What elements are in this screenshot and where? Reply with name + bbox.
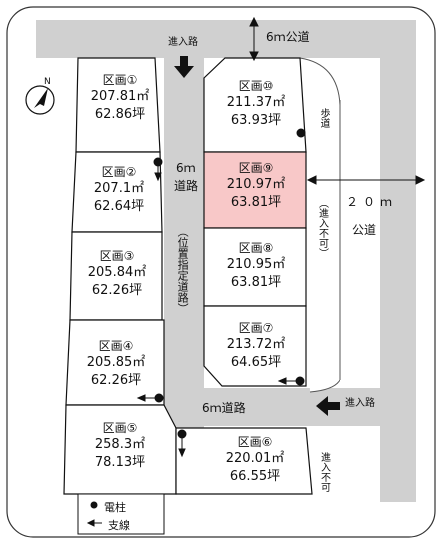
entry-label-top: 進入路 (168, 37, 198, 48)
plot-2: 区画② 207.1㎡ 62.64坪 (78, 164, 160, 215)
top-public-road-label: 6ｍ公道 (266, 30, 310, 44)
no-entry-label-1: （進入不可） (316, 198, 328, 258)
plot-9: 区画⑨ 210.97㎡ 63.81坪 (206, 160, 306, 211)
center-road (164, 50, 204, 430)
pole-1 (296, 128, 306, 138)
plot-6-area: 220.01㎡ (225, 451, 285, 467)
north-arrow-icon (34, 88, 48, 108)
entry-arrows (174, 56, 340, 416)
utility-markers (136, 128, 306, 458)
plot-8-shape (203, 227, 307, 307)
sidewalk (340, 58, 380, 388)
pole-5 (295, 376, 305, 386)
plot-7-shape (203, 305, 307, 387)
pole-3 (154, 393, 164, 403)
plot-7-tsubo: 64.65坪 (230, 354, 282, 370)
plot-3-tsubo: 62.26坪 (91, 282, 143, 298)
plot-8-name: 区画⑧ (238, 241, 274, 255)
entry-arrow-bottom (316, 396, 340, 416)
plot-4-area: 205.85㎡ (86, 355, 146, 371)
pole-legend-icon (90, 501, 98, 509)
left-plots (63, 57, 313, 495)
plot-2-area: 207.1㎡ (93, 181, 145, 197)
main-road-label: 公道 (352, 223, 377, 237)
legend-pole-label: 電柱 (104, 501, 126, 514)
guy-wire-legend-icon (86, 519, 102, 527)
plot-8-area: 210.95㎡ (226, 257, 286, 273)
plot-4: 区画④ 205.85㎡ 62.26坪 (72, 338, 160, 389)
plot-6-tsubo: 66.55坪 (229, 468, 281, 484)
plot-1: 区画① 207.81㎡ 62.86坪 (82, 72, 158, 123)
roads (36, 20, 416, 502)
plot-1-area: 207.81㎡ (90, 89, 150, 105)
right-plots (203, 57, 307, 387)
plot-1-name: 区画① (102, 73, 138, 87)
plot-9-area: 210.97㎡ (226, 177, 286, 193)
center-road-width-label: 6ｍ (176, 161, 196, 175)
plot-6-shape (175, 427, 313, 495)
no-entry-label-2: 進入不可 (318, 452, 330, 492)
main-public-road (380, 42, 416, 502)
top-public-road (36, 20, 416, 58)
plot-5-name: 区画⑤ (102, 421, 138, 435)
plot-7-area: 213.72㎡ (226, 337, 286, 353)
dimension-marks (249, 16, 426, 185)
plot-4-tsubo: 62.26坪 (90, 372, 142, 388)
entry-arrow-top (174, 56, 194, 78)
north-compass (25, 85, 55, 115)
legend-guy-wire-label: 支線 (108, 519, 130, 532)
plot-6: 区画⑥ 220.01㎡ 66.55坪 (200, 434, 310, 485)
plot-5-area: 258.3㎡ (94, 437, 146, 453)
main-road-width-label: ２０ｍ (346, 195, 398, 209)
plot-7: 区画⑦ 213.72㎡ 64.65坪 (206, 320, 306, 371)
plot-5-tsubo: 78.13坪 (94, 454, 146, 470)
plot-9-name: 区画⑨ (238, 161, 274, 175)
plot-10-name: 区画⑩ (238, 79, 274, 93)
plot-2-name: 区画② (101, 165, 137, 179)
plot-3-area: 205.84㎡ (87, 265, 147, 281)
bottom-road-label: 6ｍ道路 (202, 401, 246, 415)
plot-10-tsubo: 63.93坪 (230, 112, 282, 128)
north-label: N (44, 77, 51, 87)
plot-10: 区画⑩ 211.37㎡ 63.93坪 (206, 78, 306, 129)
entry-label-bottom: 進入路 (345, 398, 375, 409)
plot-5: 区画⑤ 258.3㎡ 78.13坪 (70, 420, 170, 471)
sidewalk-label: 歩道 (318, 108, 329, 128)
plot-9-shape (203, 151, 307, 229)
designated-road-label: （位置指定道路） (176, 226, 190, 314)
plot-4-name: 区画④ (98, 339, 134, 353)
plot-8-tsubo: 63.81坪 (230, 274, 282, 290)
plot-8: 区画⑧ 210.95㎡ 63.81坪 (206, 240, 306, 291)
plot-6-name: 区画⑥ (237, 435, 273, 449)
plot-10-area: 211.37㎡ (226, 95, 286, 111)
plot-1-tsubo: 62.86坪 (94, 106, 146, 122)
center-road-label: 道路 (174, 179, 199, 193)
plot-2-tsubo: 62.64坪 (93, 198, 145, 214)
plot-3-name: 区画③ (99, 249, 135, 263)
plot-3: 区画③ 205.84㎡ 62.26坪 (74, 248, 160, 299)
bottom-road (164, 388, 416, 426)
plot-7-name: 区画⑦ (238, 321, 274, 335)
legend-box (77, 493, 165, 535)
plot-9-tsubo: 63.81坪 (230, 194, 282, 210)
